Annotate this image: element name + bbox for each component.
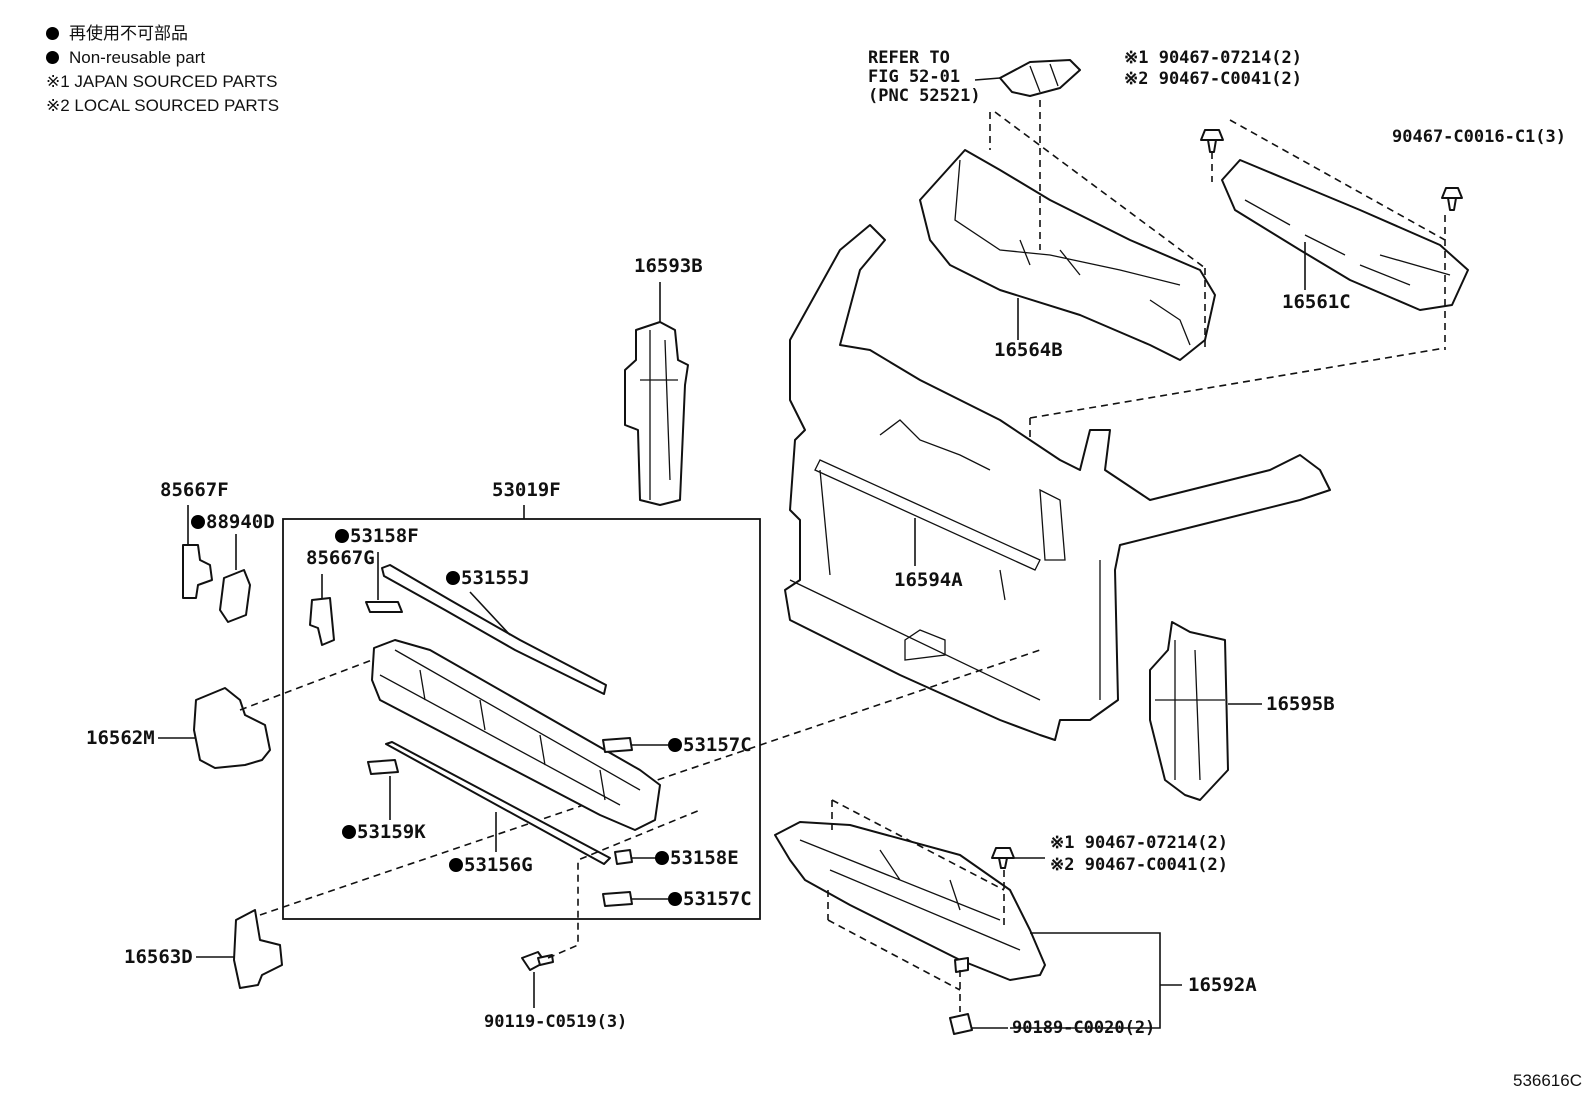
label-53156G: 53156G xyxy=(464,854,533,876)
label-clip-low-1: ※1 90467-07214(2) xyxy=(1050,833,1228,853)
side-seal-16595b-part xyxy=(1149,621,1229,801)
dashed-guide xyxy=(547,809,701,959)
clip-icon-right xyxy=(1441,187,1463,211)
legend-note-2: ※2 LOCAL SOURCED PARTS xyxy=(46,96,280,115)
pad-53159k-part xyxy=(367,759,399,775)
nonreusable-dot-icon xyxy=(342,825,356,839)
label-16562M: 16562M xyxy=(86,727,155,749)
nonreusable-dot-icon xyxy=(46,27,59,40)
label-16592A: 16592A xyxy=(1188,974,1257,996)
reference-text-3: (PNC 52521) xyxy=(868,86,981,106)
label-bolt: 90119-C0519(3) xyxy=(484,1012,627,1032)
label-53019F: 53019F xyxy=(492,479,561,501)
nonreusable-dot-icon xyxy=(449,858,463,872)
reference-bracket-part xyxy=(999,59,1081,97)
reference-text-1: REFER TO xyxy=(868,48,950,68)
legend-jp-text: 再使用不可部品 xyxy=(69,24,188,43)
legend-row-en: Non-reusable part xyxy=(46,46,279,70)
leader-53155J xyxy=(469,591,511,636)
assembly-53019f-box xyxy=(282,518,761,920)
pad-53157c-part xyxy=(602,737,633,753)
label-53158F: 53158F xyxy=(350,525,419,547)
legend-note-1: ※1 JAPAN SOURCED PARTS xyxy=(46,72,278,91)
dashed-guide xyxy=(827,799,1005,1012)
leader-16592A xyxy=(1010,932,1161,1029)
seal-53156g-part xyxy=(385,741,611,865)
bracket-85667g-part xyxy=(309,597,335,646)
label-85667F: 85667F xyxy=(160,479,229,501)
reference-leader xyxy=(974,77,1001,81)
label-16593B: 16593B xyxy=(634,255,703,277)
label-88940D: 88940D xyxy=(206,511,275,533)
label-clip-top-1: ※1 90467-07214(2) xyxy=(1124,48,1302,68)
label-clip-right: 90467-C0016-C1(3) xyxy=(1392,127,1566,147)
label-nut: 90189-C0020(2) xyxy=(1012,1018,1155,1038)
legend-en-text: Non-reusable part xyxy=(69,48,206,67)
label-53155J: 53155J xyxy=(461,567,530,589)
upper-seal-16564b-part xyxy=(919,149,1216,361)
reinforcement-frame-part xyxy=(371,639,661,831)
bracket-85667f-part xyxy=(182,544,213,599)
label-53159K: 53159K xyxy=(357,821,426,843)
sensor-88940d-part xyxy=(219,569,251,623)
seal-53155j-part xyxy=(381,564,607,695)
label-53158E: 53158E xyxy=(670,847,739,869)
pad-53158e-part xyxy=(614,849,633,865)
legend-row-jp: 再使用不可部品 xyxy=(46,22,279,46)
figure-id: 536616C xyxy=(1512,1071,1582,1090)
side-seal-16593b-part xyxy=(624,321,689,506)
reference-text-2: FIG 52-01 xyxy=(868,67,960,87)
nonreusable-dot-icon xyxy=(668,738,682,752)
label-53157C-a: 53157C xyxy=(683,734,752,756)
label-16594A: 16594A xyxy=(894,569,963,591)
pad-53157c-b-part xyxy=(602,891,633,907)
legend: 再使用不可部品 Non-reusable part ※1 JAPAN SOURC… xyxy=(46,22,279,118)
label-clip-top-2: ※2 90467-C0041(2) xyxy=(1124,69,1302,89)
nonreusable-dot-icon xyxy=(191,515,205,529)
seal-16561c-part xyxy=(1221,159,1469,311)
nonreusable-dot-icon xyxy=(46,51,59,64)
bolt-icon xyxy=(521,951,554,971)
nonreusable-dot-icon xyxy=(446,571,460,585)
dashed-guide xyxy=(239,659,373,711)
nonreusable-dot-icon xyxy=(335,529,349,543)
label-16561C: 16561C xyxy=(1282,291,1351,313)
nonreusable-dot-icon xyxy=(655,851,669,865)
bracket-16563d-part xyxy=(233,909,283,989)
nut-icon xyxy=(949,1013,973,1035)
lower-cover-16592a-part xyxy=(774,821,1046,981)
dashed-guide xyxy=(989,100,1206,352)
label-16563D: 16563D xyxy=(124,946,193,968)
label-53157C-b: 53157C xyxy=(683,888,752,910)
label-16564B: 16564B xyxy=(994,339,1063,361)
nonreusable-dot-icon xyxy=(668,892,682,906)
label-85667G: 85667G xyxy=(306,547,375,569)
label-16595B: 16595B xyxy=(1266,693,1335,715)
radiator-support-frame-part xyxy=(784,224,1331,741)
clip-icon-low xyxy=(991,847,1015,869)
bracket-16562m-part xyxy=(193,687,271,769)
clip-icon-top xyxy=(1200,129,1224,153)
pad-53158f-part xyxy=(365,601,403,613)
dashed-guide xyxy=(1029,119,1446,520)
label-clip-low-2: ※2 90467-C0041(2) xyxy=(1050,855,1228,875)
